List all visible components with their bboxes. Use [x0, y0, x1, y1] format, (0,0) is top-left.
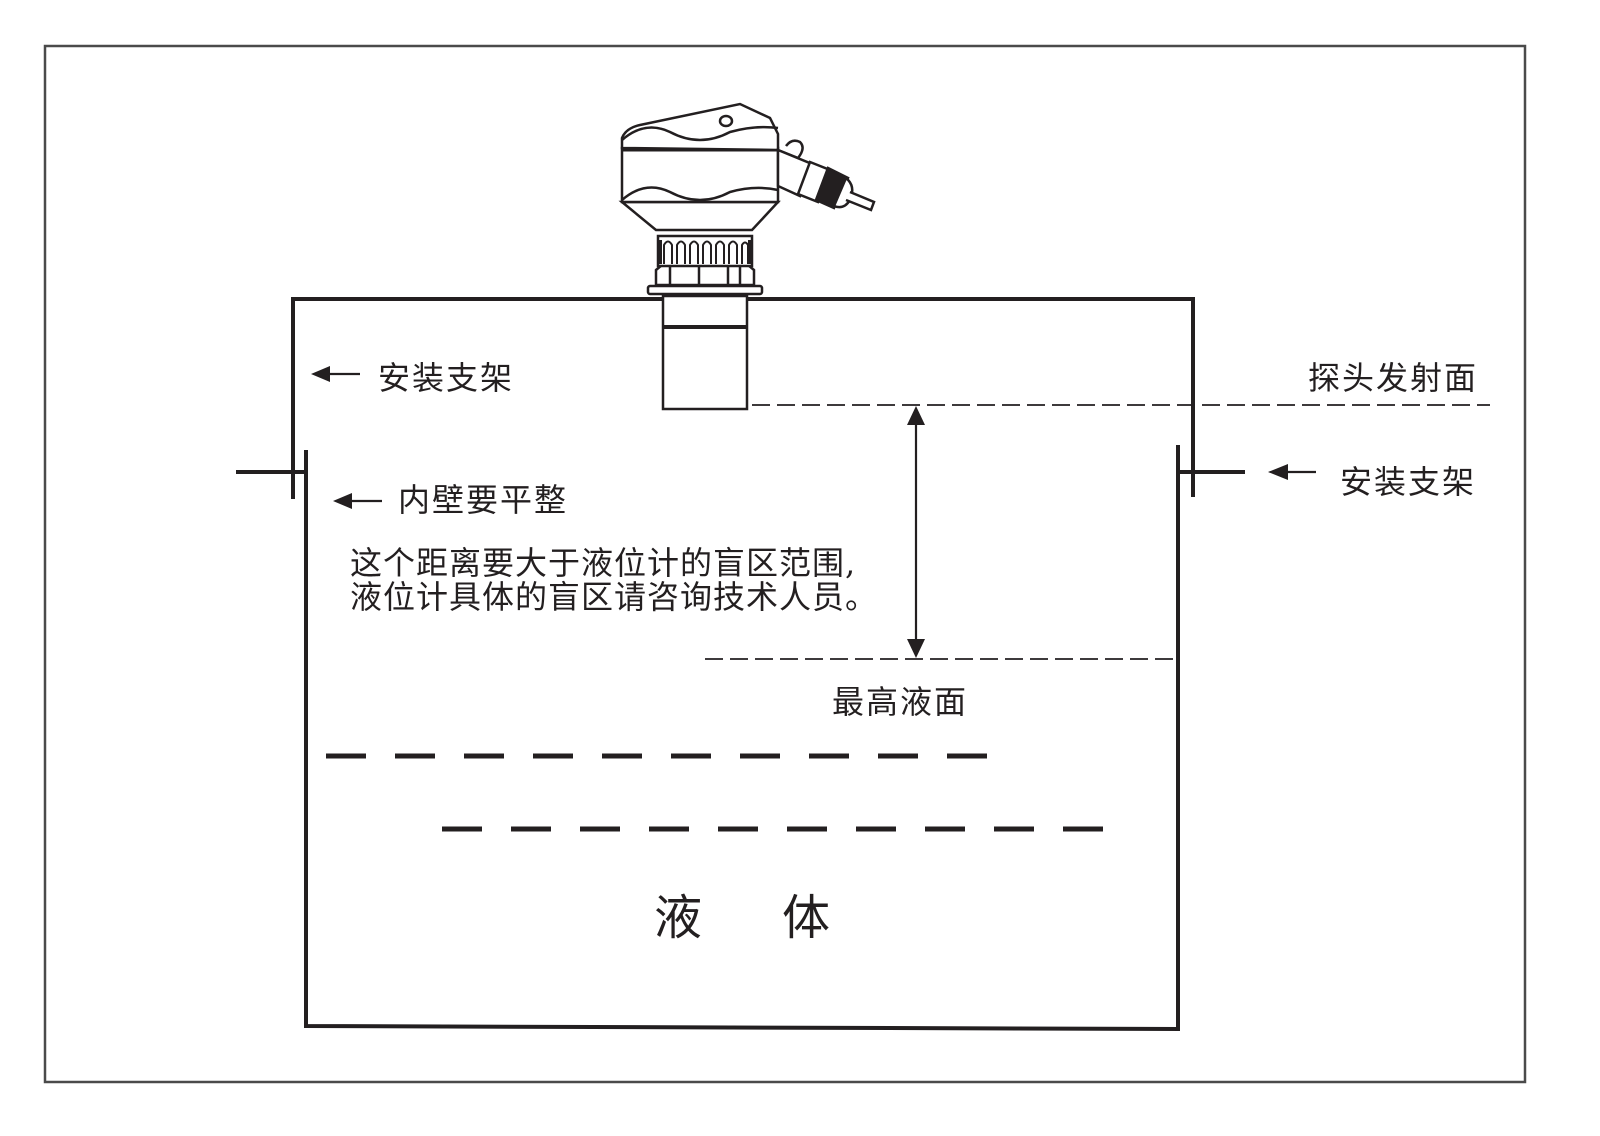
blind-zone-dimension [907, 406, 925, 658]
label-inner-wall-smooth: 内壁要平整 [398, 481, 569, 519]
flange [646, 284, 764, 296]
pointer-arrows [311, 366, 1316, 509]
cap-screw [718, 114, 734, 128]
label-mounting-bracket-right: 安装支架 [1340, 463, 1477, 501]
housing-taper [618, 200, 781, 232]
arrow-bracket-left [311, 366, 360, 382]
probe-tube [661, 294, 749, 411]
arrow-bracket-right [1268, 464, 1316, 480]
level-meter-sensor [618, 102, 876, 411]
cable-gland [776, 139, 876, 212]
label-liquid-char1: 液 [654, 890, 703, 946]
housing-body [620, 146, 780, 204]
blind-zone-note-line1: 这个距离要大于液位计的盲区范围, [350, 544, 857, 582]
blind-zone-note-line2: 液位计具体的盲区请咨询技术人员。 [350, 578, 879, 616]
arrow-inner-wall [333, 493, 382, 509]
tank-body [304, 445, 1180, 1032]
label-probe-emission-surface: 探头发射面 [1308, 359, 1479, 397]
arrow-down-head [907, 639, 925, 658]
knurl-ridges [658, 240, 752, 264]
arrow-up-head [907, 406, 925, 425]
label-liquid-char2: 体 [782, 890, 831, 946]
label-max-liquid-level: 最高液面 [832, 683, 969, 721]
reference-lines [326, 404, 1490, 832]
outer-frame [43, 44, 1527, 1084]
label-mounting-bracket-left: 安装支架 [378, 359, 515, 397]
housing-cap [620, 102, 780, 152]
